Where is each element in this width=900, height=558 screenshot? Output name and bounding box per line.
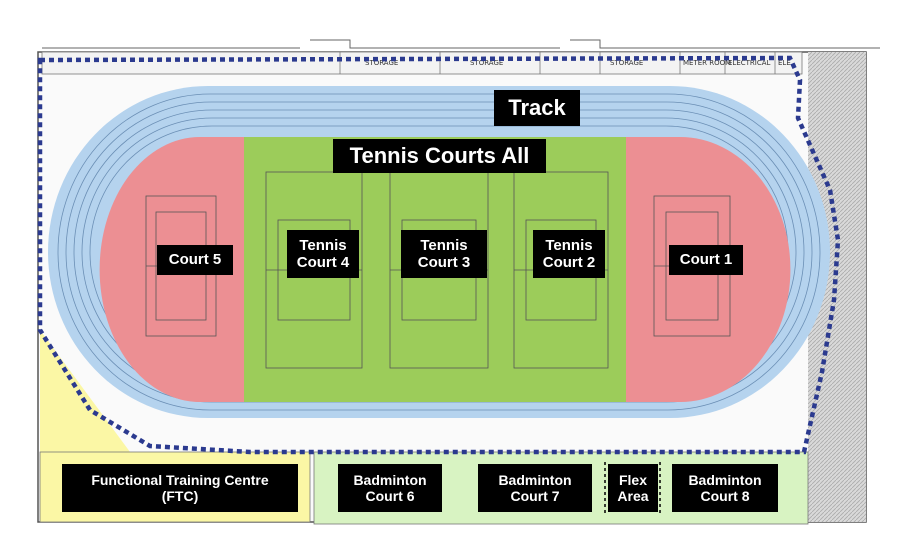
meter-room-label: METER ROOM: [683, 59, 731, 67]
badminton-court-8-label: Badminton Court 8: [672, 464, 778, 512]
storage-dividers: [339, 52, 776, 74]
court5-label: Court 5: [157, 245, 233, 275]
storage-label-3: STORAGE: [610, 59, 643, 67]
top-wall: [42, 39, 880, 49]
storage-label-1: STORAGE: [365, 59, 398, 67]
storage-label-2: STORAGE: [470, 59, 503, 67]
tennis-court-4-label: Tennis Court 4: [287, 230, 359, 278]
track-label: Track: [494, 90, 580, 126]
bottom-dividers: [604, 462, 661, 516]
flex-area-label: Flex Area: [608, 464, 658, 512]
court1-label: Court 1: [669, 245, 743, 275]
tennis-courts-all-label: Tennis Courts All: [333, 139, 546, 173]
tennis-court-3-label: Tennis Court 3: [401, 230, 487, 278]
badminton-court-7-label: Badminton Court 7: [478, 464, 592, 512]
ele-label: ELE: [778, 59, 791, 67]
ftc-label: Functional Training Centre (FTC): [62, 464, 298, 512]
electrical-label: ELECTRICAL: [728, 59, 771, 67]
zone-boundary: [37, 55, 841, 455]
ftc-zone: [40, 330, 130, 452]
badminton-court-6-label: Badminton Court 6: [338, 464, 442, 512]
tennis-court-2-label: Tennis Court 2: [533, 230, 605, 278]
